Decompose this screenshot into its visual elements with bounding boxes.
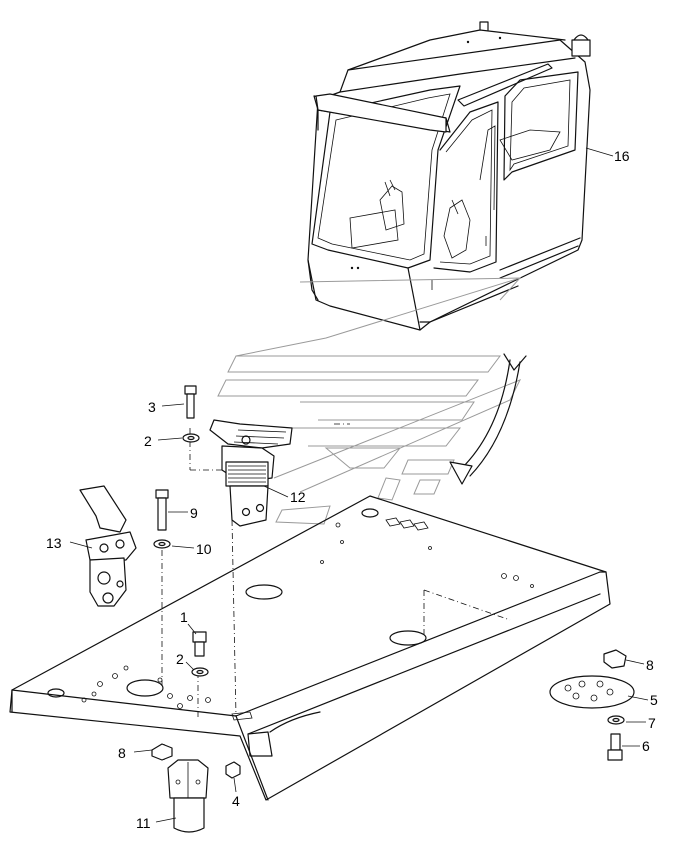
- callout-1: 1: [180, 609, 188, 625]
- leader-2b: [185, 661, 195, 671]
- callout-9: 9: [190, 505, 198, 521]
- bolt-3: [184, 385, 197, 419]
- callout-16: 16: [614, 148, 630, 164]
- leader-16: [585, 147, 614, 157]
- callout-8-right: 8: [646, 657, 654, 673]
- washer-10: [153, 539, 171, 549]
- callout-3: 3: [148, 399, 156, 415]
- callout-5: 5: [650, 692, 658, 708]
- centerlines: [161, 423, 511, 760]
- leader-8b: [133, 749, 153, 753]
- leader-1: [187, 623, 197, 635]
- leader-10: [171, 545, 195, 549]
- callout-2-lower: 2: [176, 651, 184, 667]
- projection-outline: [217, 277, 522, 525]
- bolt-9: [155, 489, 169, 531]
- leader-3: [161, 403, 185, 407]
- nut-4: [225, 761, 241, 779]
- hydraulic-cylinder-11: [167, 759, 209, 833]
- callout-8-left: 8: [118, 745, 126, 761]
- callout-13: 13: [46, 535, 62, 551]
- operator-cab: [307, 21, 591, 331]
- bolt-1: [192, 631, 207, 657]
- leader-5: [627, 695, 649, 701]
- washer-2-top: [182, 433, 200, 443]
- pedal-valve: [209, 419, 293, 527]
- direction-arrow: [449, 353, 527, 485]
- leader-11: [155, 817, 177, 823]
- leader-2a: [157, 437, 183, 441]
- bolt-6: [607, 733, 623, 761]
- callout-2-top: 2: [144, 433, 152, 449]
- callout-6: 6: [642, 738, 650, 754]
- washer-7: [607, 715, 625, 725]
- callout-11: 11: [136, 815, 151, 831]
- callout-7: 7: [648, 715, 656, 731]
- callout-4: 4: [232, 793, 240, 809]
- leader-8a: [625, 659, 645, 665]
- nut-8-right: [603, 649, 627, 669]
- callout-12: 12: [290, 489, 306, 505]
- leader-13: [69, 541, 93, 549]
- callout-10: 10: [196, 541, 212, 557]
- control-valve: [79, 485, 137, 607]
- leader-12: [263, 485, 289, 498]
- nut-8-left: [151, 743, 173, 761]
- leader-4: [233, 777, 237, 793]
- mount-plate-5: [549, 675, 635, 709]
- washer-2-lower: [191, 667, 209, 677]
